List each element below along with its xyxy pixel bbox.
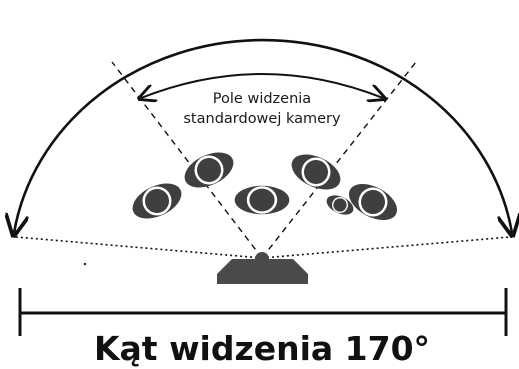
standard-fov-left-line — [111, 61, 263, 259]
eye-icon — [179, 145, 239, 195]
standard-fov-label-line2: standardowej kamery — [183, 111, 341, 127]
wide-angle-arc — [14, 38, 512, 233]
eye-icon — [127, 176, 187, 226]
wide-fov-right-line — [261, 236, 511, 259]
viewing-angle-title: Kąt widzenia 170° — [94, 329, 430, 368]
eye-icon — [234, 185, 290, 215]
wide-fov-left-line — [15, 236, 263, 259]
standard-fov-right-line — [261, 61, 417, 259]
eye-icon — [343, 176, 403, 228]
dimension-bar — [18, 288, 508, 336]
standard-fov-label-line1: Pole widzenia — [213, 91, 311, 107]
standard-fov-arc — [141, 73, 383, 98]
camera-icon — [217, 252, 308, 284]
eye-icon — [286, 147, 346, 197]
stray-dot — [83, 262, 87, 266]
